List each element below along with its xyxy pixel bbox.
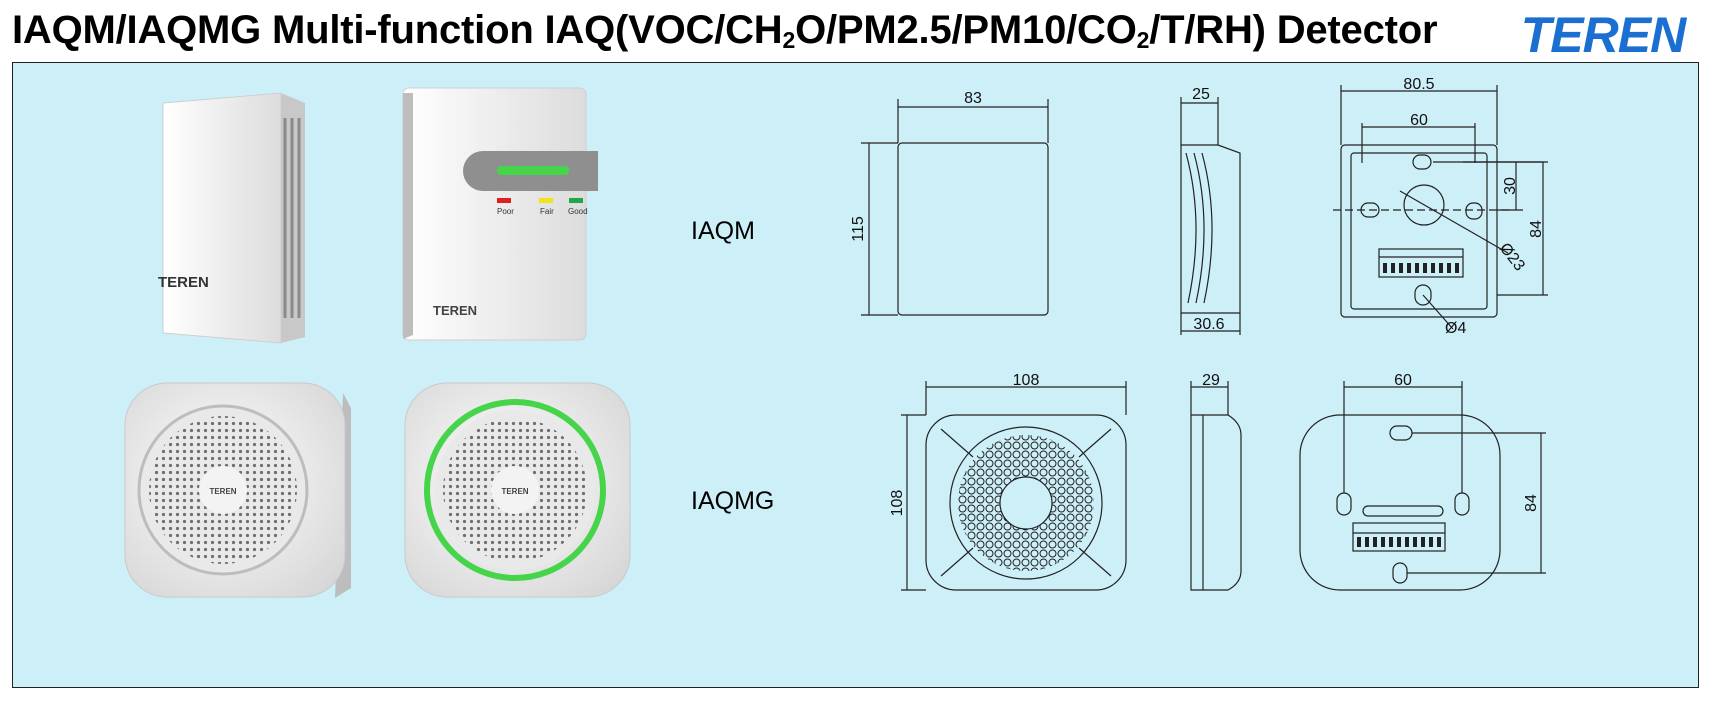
terminal-pin (1413, 537, 1417, 547)
iaqm-back-drawing (1333, 85, 1548, 330)
terminal-pin (1391, 263, 1395, 273)
title-subscript-1: 2 (782, 27, 796, 53)
iaqmg-front-width-dim: 108 (1013, 372, 1040, 389)
iaqm-device-front: Poor Fair Good TEREN (402, 87, 598, 341)
iaqm-device-logo-2: TEREN (433, 303, 477, 318)
title-text-2: O/PM2.5/PM10/CO (795, 8, 1137, 52)
iaqm-side-top-dim: 25 (1192, 86, 1210, 103)
iaqmg-front-height-dim: 108 (889, 490, 906, 517)
terminal-pin (1455, 263, 1459, 273)
iaqm-back-offset-dim: 30 (1502, 177, 1519, 195)
product-panel: IAQM IAQMG TEREN (12, 62, 1699, 688)
iaqmg-device-logo-2: TEREN (501, 487, 528, 496)
air-quality-led-bar (497, 166, 569, 175)
teren-logo: TEREN (1521, 7, 1688, 60)
iaqmg-device-lit: TEREN (404, 382, 631, 598)
fair-indicator (539, 198, 553, 203)
terminal-pin (1415, 263, 1419, 273)
terminal-pin (1389, 537, 1393, 547)
good-indicator (569, 198, 583, 203)
terminal-pin (1383, 263, 1387, 273)
terminal-pin (1399, 263, 1403, 273)
iaqmg-device-plain: TEREN (124, 382, 351, 598)
iaqm-back-height-dim: 84 (1528, 220, 1545, 238)
iaqm-front-drawing (861, 99, 1049, 316)
iaqmg-label: IAQMG (691, 487, 775, 515)
iaqmg-device-logo-1: TEREN (209, 487, 236, 496)
logo-text: TEREN (1521, 7, 1687, 60)
poor-label: Poor (497, 207, 514, 216)
terminal-pin (1421, 537, 1425, 547)
terminal-pin (1365, 537, 1369, 547)
terminal-pin (1423, 263, 1427, 273)
iaqm-back-center-hole-dim: Ø23 (1496, 240, 1528, 274)
iaqm-label: IAQM (691, 217, 755, 245)
title-text-3: /T/RH) Detector (1149, 8, 1438, 52)
iaqm-back-spacing-dim: 60 (1410, 112, 1428, 129)
iaqmg-side-drawing (1190, 381, 1242, 591)
terminal-pin (1407, 263, 1411, 273)
iaqm-back-width-dim: 80.5 (1403, 76, 1434, 93)
product-illustrations: TEREN Poor Fair Good TEREN TEREN (124, 76, 1548, 598)
terminal-pin (1447, 263, 1451, 273)
iaqmg-front-center (999, 476, 1053, 530)
terminal-pin (1381, 537, 1385, 547)
fair-label: Fair (540, 207, 554, 216)
iaqmg-side-depth-dim: 29 (1202, 372, 1220, 389)
terminal-pins (1357, 263, 1459, 547)
iaqm-side-drawing (1180, 97, 1241, 335)
good-label: Good (568, 207, 588, 216)
iaqmg-back-spacing-dim: 60 (1394, 372, 1412, 389)
terminal-pin (1357, 537, 1361, 547)
iaqmg-back-height-dim: 84 (1523, 494, 1540, 512)
iaqm-device-angled: TEREN (158, 92, 305, 344)
iaqm-front-width-dim: 83 (964, 90, 982, 107)
terminal-pin (1439, 263, 1443, 273)
terminal-pin (1373, 537, 1377, 547)
iaqm-device-logo-1: TEREN (158, 274, 209, 291)
terminal-pin (1437, 537, 1441, 547)
iaqmg-back-drawing (1299, 381, 1546, 591)
title-text-1: IAQM/IAQMG Multi-function IAQ(VOC/CH (12, 8, 783, 52)
iaqm-back-small-hole-dim: Ø4 (1445, 320, 1466, 337)
led-ring (424, 399, 606, 581)
iaqm-side-bottom-dim: 30.6 (1193, 316, 1224, 333)
title-subscript-2: 2 (1136, 27, 1150, 53)
poor-indicator (497, 198, 511, 203)
iaqm-front-height-dim: 115 (850, 216, 867, 242)
iaqmg-front-drawing (901, 381, 1127, 591)
terminal-pin (1397, 537, 1401, 547)
terminal-pin (1405, 537, 1409, 547)
terminal-pin (1429, 537, 1433, 547)
terminal-pin (1431, 263, 1435, 273)
page-title: IAQM/IAQMG Multi-function IAQ(VOC/CH2O/P… (12, 8, 1438, 53)
